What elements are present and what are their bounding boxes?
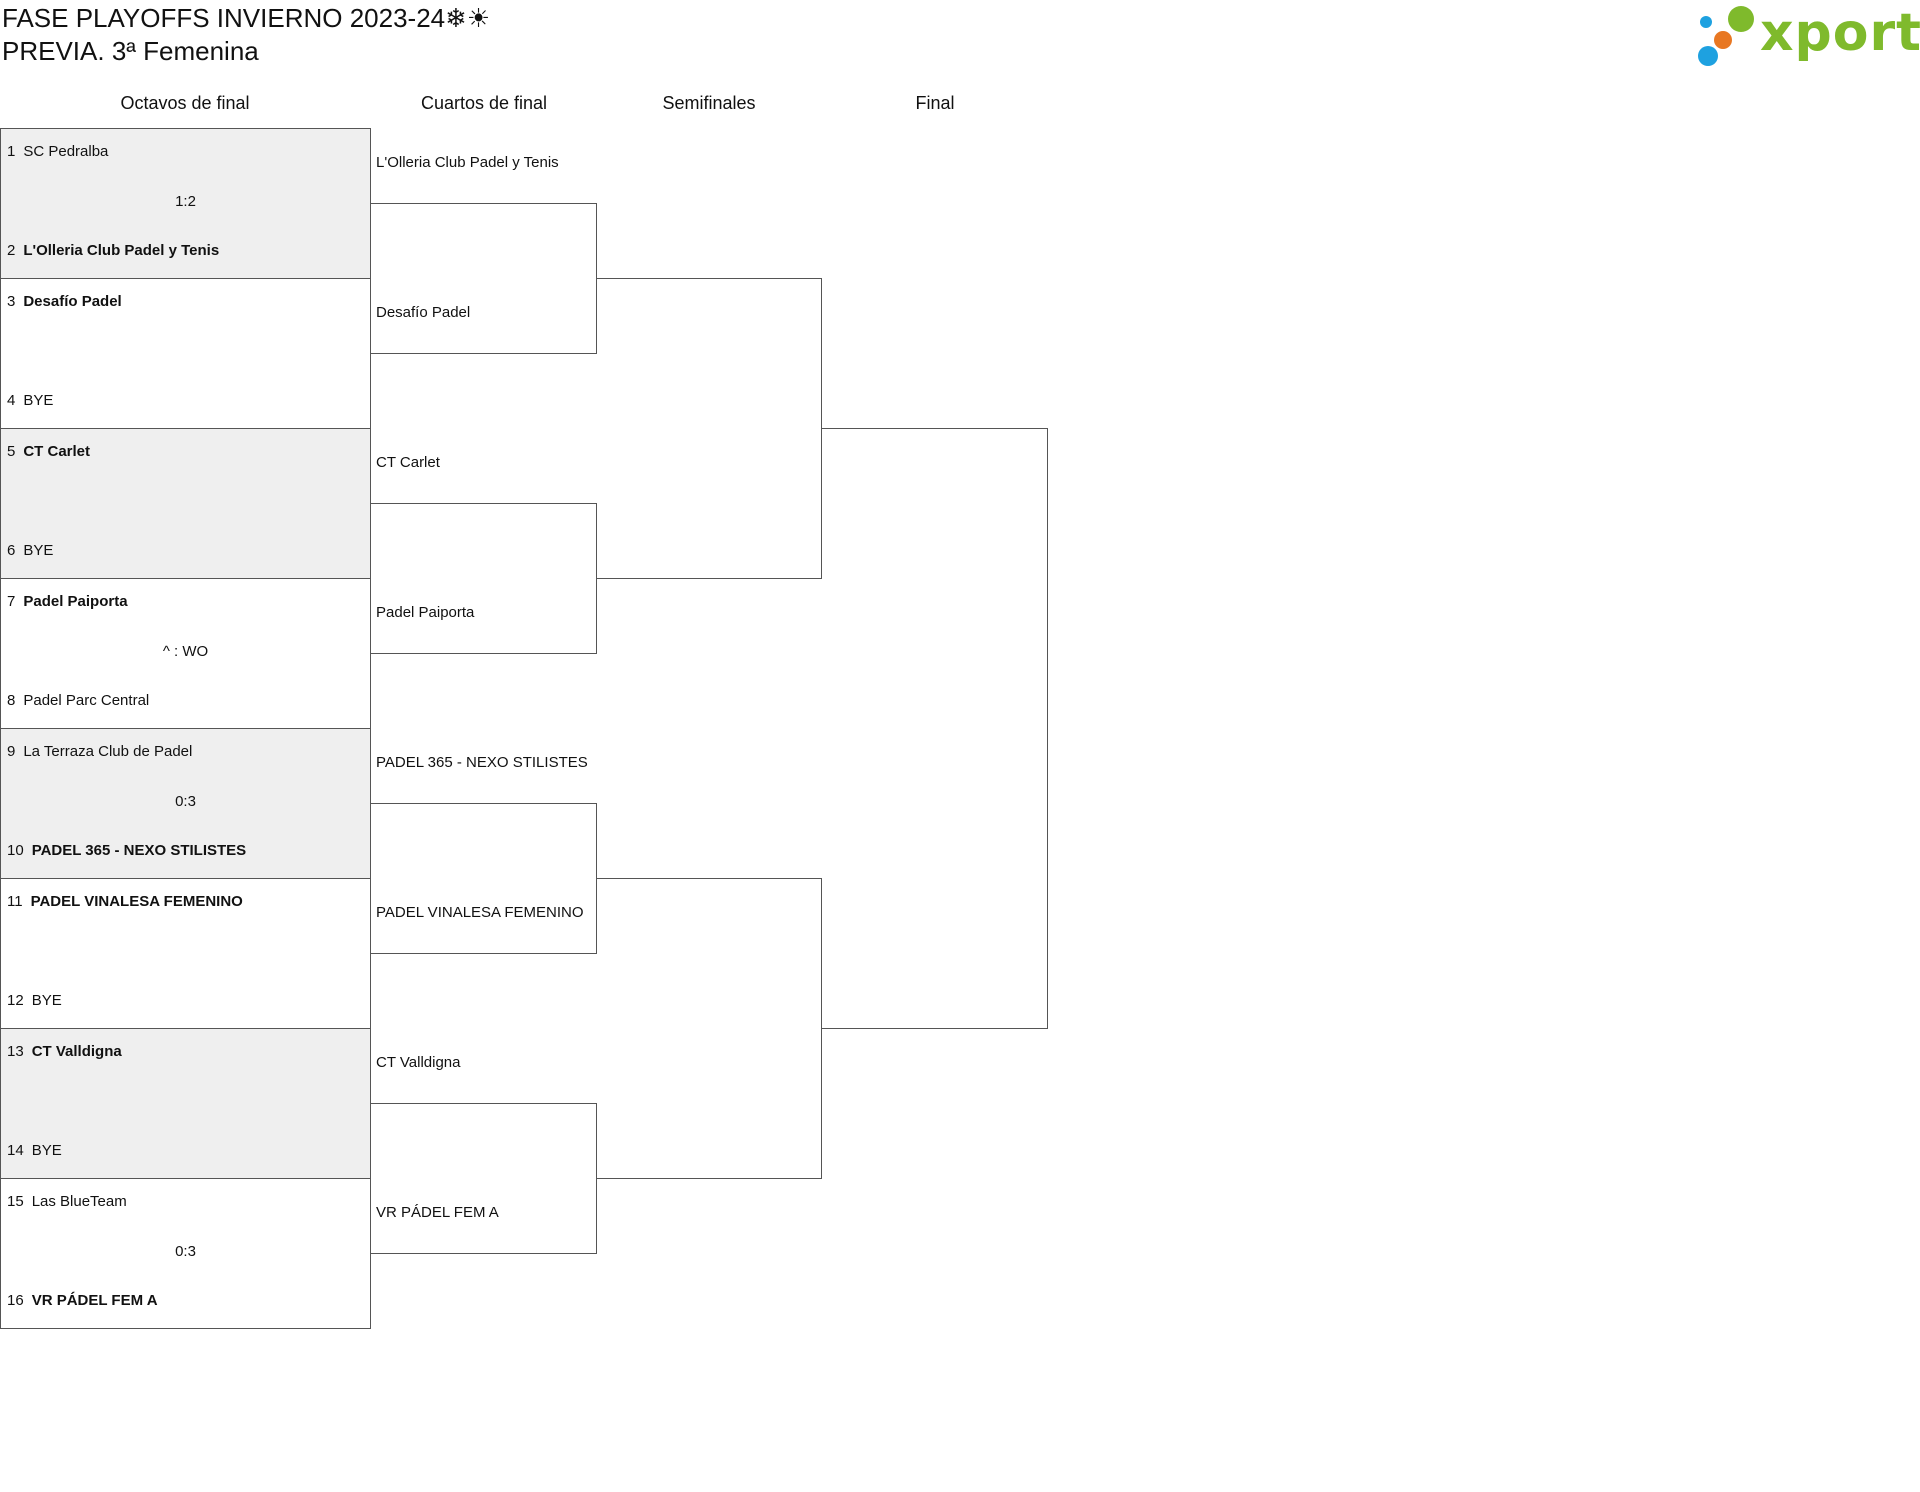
team-entry[interactable]: 15 Las BlueTeam (7, 1193, 127, 1210)
final-bracket (821, 428, 1048, 1029)
team-name: BYE (31, 992, 62, 1009)
cuartos-bracket (370, 803, 597, 954)
team-name: Padel Paiporta (23, 593, 128, 610)
xporty-logo: xporty (1692, 3, 1920, 66)
cuartos-bracket (370, 503, 597, 654)
team-entry[interactable]: 1 SC Pedralba (7, 143, 108, 160)
cuartos-team-name[interactable]: Padel Paiporta (376, 604, 475, 621)
seed-number: 15 (7, 1193, 24, 1210)
page-subtitle: PREVIA. 3ª Femenina (2, 36, 259, 66)
octavos-match: 13 CT Valldigna 14 BYE (0, 1028, 371, 1179)
team-entry[interactable]: 4 BYE (7, 392, 53, 409)
cuartos-team-name[interactable]: VR PÁDEL FEM A (376, 1204, 499, 1221)
cuartos-bracket (370, 203, 597, 354)
round-header-cuartos: Cuartos de final (420, 93, 548, 113)
seed-number: 12 (7, 992, 24, 1009)
team-entry[interactable]: 9 La Terraza Club de Padel (7, 743, 192, 760)
team-name: BYE (23, 542, 54, 559)
cuartos-bracket (370, 1103, 597, 1254)
seed-number: 8 (7, 692, 16, 709)
octavos-match: 9 La Terraza Club de Padel 0:3 10 PADEL 365 … (0, 728, 371, 879)
logo-dot-blue-small (1700, 16, 1712, 28)
logo-dot-green (1728, 6, 1754, 32)
team-name: PADEL VINALESA FEMENINO (30, 893, 243, 910)
cuartos-team-name[interactable]: CT Carlet (376, 454, 440, 471)
team-name: Las BlueTeam (31, 1193, 127, 1210)
team-name: BYE (31, 1142, 62, 1159)
seed-number: 16 (7, 1292, 24, 1309)
team-entry[interactable]: 16 VR PÁDEL FEM A (7, 1292, 158, 1309)
team-entry[interactable]: 7 Padel Paiporta (7, 593, 128, 610)
seed-number: 2 (7, 242, 16, 259)
octavos-match: 11 PADEL VINALESA FEMENINO 12 BYE (0, 878, 371, 1029)
team-name: La Terraza Club de Padel (23, 743, 193, 760)
team-entry[interactable]: 10 PADEL 365 - NEXO STILISTES (7, 842, 246, 859)
semifinal-bracket (596, 878, 822, 1179)
octavos-match: 15 Las BlueTeam 0:3 16 VR PÁDEL FEM A (0, 1178, 371, 1329)
seed-number: 4 (7, 392, 16, 409)
round-header-octavos: Octavos de final (120, 93, 250, 113)
page-title: FASE PLAYOFFS INVIERNO 2023-24❄☀ (2, 3, 491, 33)
octavos-match: 5 CT Carlet 6 BYE (0, 428, 371, 579)
match-score: 1:2 (175, 193, 196, 210)
octavos-match: 1 SC Pedralba 1:2 2 L'Olleria Club Padel y T… (0, 128, 371, 279)
seed-number: 1 (7, 143, 16, 160)
match-score: 0:3 (175, 793, 196, 810)
match-score: ^ : WO (162, 643, 209, 660)
seed-number: 3 (7, 293, 16, 310)
octavos-match: 7 Padel Paiporta ^ : WO 8 Padel Parc Central (0, 578, 371, 729)
semifinal-bracket (596, 278, 822, 579)
team-entry[interactable]: 6 BYE (7, 542, 53, 559)
team-name: Desafío Padel (23, 293, 122, 310)
cuartos-team-name[interactable]: PADEL 365 - NEXO STILISTES (376, 754, 588, 771)
cuartos-team-name[interactable]: Desafío Padel (376, 304, 471, 321)
team-entry[interactable]: 8 Padel Parc Central (7, 692, 149, 709)
seed-number: 14 (7, 1142, 24, 1159)
match-score: 0:3 (175, 1243, 196, 1260)
seed-number: 10 (7, 842, 24, 859)
team-entry[interactable]: 13 CT Valldigna (7, 1043, 122, 1060)
round-header-semifinales: Semifinales (662, 93, 756, 113)
team-entry[interactable]: 12 BYE (7, 992, 62, 1009)
cuartos-team-name[interactable]: L'Olleria Club Padel y Tenis (376, 154, 559, 171)
cuartos-team-name[interactable]: CT Valldigna (376, 1054, 461, 1071)
logo-wordmark: xporty (1760, 3, 1920, 63)
octavos-match: 3 Desafío Padel 4 BYE (0, 278, 371, 429)
round-header-final: Final (915, 93, 955, 113)
team-name: BYE (23, 392, 54, 409)
team-name: CT Carlet (23, 443, 91, 460)
seed-number: 9 (7, 743, 16, 760)
team-name: PADEL 365 - NEXO STILISTES (31, 842, 247, 859)
team-entry[interactable]: 14 BYE (7, 1142, 62, 1159)
logo-dot-orange (1714, 31, 1732, 49)
seed-number: 6 (7, 542, 16, 559)
team-name: Padel Parc Central (23, 692, 150, 709)
seed-number: 7 (7, 593, 16, 610)
seed-number: 13 (7, 1043, 24, 1060)
seed-number: 5 (7, 443, 16, 460)
team-name: VR PÁDEL FEM A (31, 1292, 158, 1309)
team-entry[interactable]: 11 PADEL VINALESA FEMENINO (7, 893, 243, 910)
seed-number: 11 (7, 893, 23, 910)
team-name: L'Olleria Club Padel y Tenis (23, 242, 220, 259)
team-entry[interactable]: 5 CT Carlet (7, 443, 90, 460)
team-entry[interactable]: 2 L'Olleria Club Padel y Tenis (7, 242, 219, 259)
logo-dot-blue-large (1698, 46, 1718, 66)
cuartos-team-name[interactable]: PADEL VINALESA FEMENINO (376, 904, 584, 921)
team-entry[interactable]: 3 Desafío Padel (7, 293, 122, 310)
team-name: CT Valldigna (31, 1043, 122, 1060)
team-name: SC Pedralba (23, 143, 109, 160)
